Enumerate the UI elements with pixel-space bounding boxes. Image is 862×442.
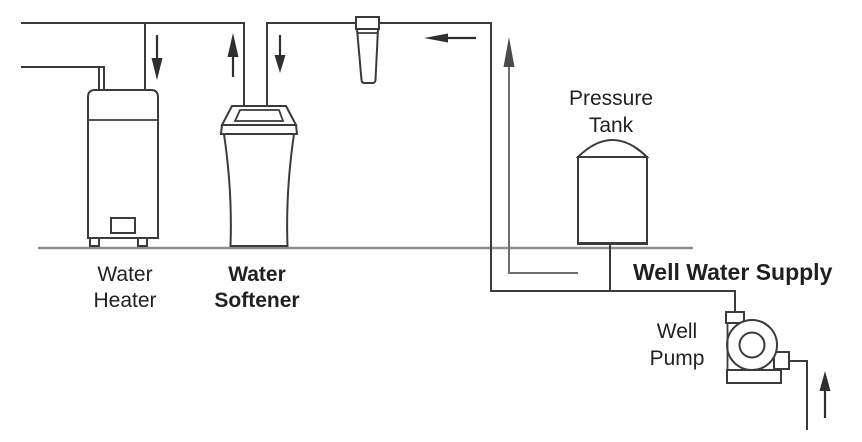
- filter-cartridge: [355, 28, 380, 84]
- water-softener-label-line2: Softener: [214, 289, 299, 312]
- water-softener-lid: [233, 109, 285, 122]
- water-softener: [219, 105, 299, 247]
- water-softener-head: [220, 105, 298, 126]
- pressure-tank: [575, 139, 650, 245]
- pressure-tank-body: [577, 156, 648, 244]
- softener-flow-down-arrow-icon: [274, 35, 286, 73]
- well-flow-up-arrow-icon: [819, 371, 831, 418]
- water-heater-foot: [137, 237, 148, 247]
- water-softener-label-line1: Water: [228, 263, 286, 286]
- water-heater-panel: [110, 217, 136, 234]
- house-supply-pipes: [21, 22, 492, 107]
- water-heater: [87, 89, 159, 247]
- water-softener-collar: [219, 124, 299, 135]
- filter-cap: [355, 16, 380, 30]
- water-heater-tank: [87, 89, 159, 239]
- pump-hub: [738, 331, 766, 359]
- water-softener-body: [222, 133, 296, 247]
- pump-base: [726, 369, 782, 384]
- softener-flow-up-arrow-icon: [227, 33, 239, 77]
- pressure-tank-label-line1: Pressure: [569, 87, 653, 110]
- filter-flow-left-arrow-icon: [424, 33, 476, 43]
- pressure-tank-label-line2: Tank: [589, 114, 634, 137]
- water-heater-label-line1: Water: [97, 263, 152, 286]
- inline-filter: [355, 16, 380, 84]
- water-heater-label-line2: Heater: [93, 289, 156, 312]
- well-supply-pipe: [490, 22, 736, 313]
- well-water-supply-label: Well Water Supply: [633, 259, 833, 285]
- pressure-tank-dome: [575, 139, 650, 158]
- well-pump-label-line1: Well: [657, 320, 697, 343]
- pump-outlet-port: [773, 351, 790, 370]
- heater-cold-inlet-pipe: [21, 66, 105, 91]
- riser-flow-up-arrow-icon: [503, 37, 578, 274]
- well-pump: [725, 311, 790, 384]
- pump-inlet-port: [725, 311, 745, 324]
- softener-riser-pipe: [243, 22, 268, 107]
- heater-flow-down-arrow-icon: [151, 35, 163, 80]
- well-pump-label-line2: Pump: [650, 347, 705, 370]
- well-drop-pipe: [788, 360, 808, 430]
- diagram-labels: Water Heater Water Softener Pressure Tan…: [93, 87, 832, 370]
- water-heater-foot: [89, 237, 100, 247]
